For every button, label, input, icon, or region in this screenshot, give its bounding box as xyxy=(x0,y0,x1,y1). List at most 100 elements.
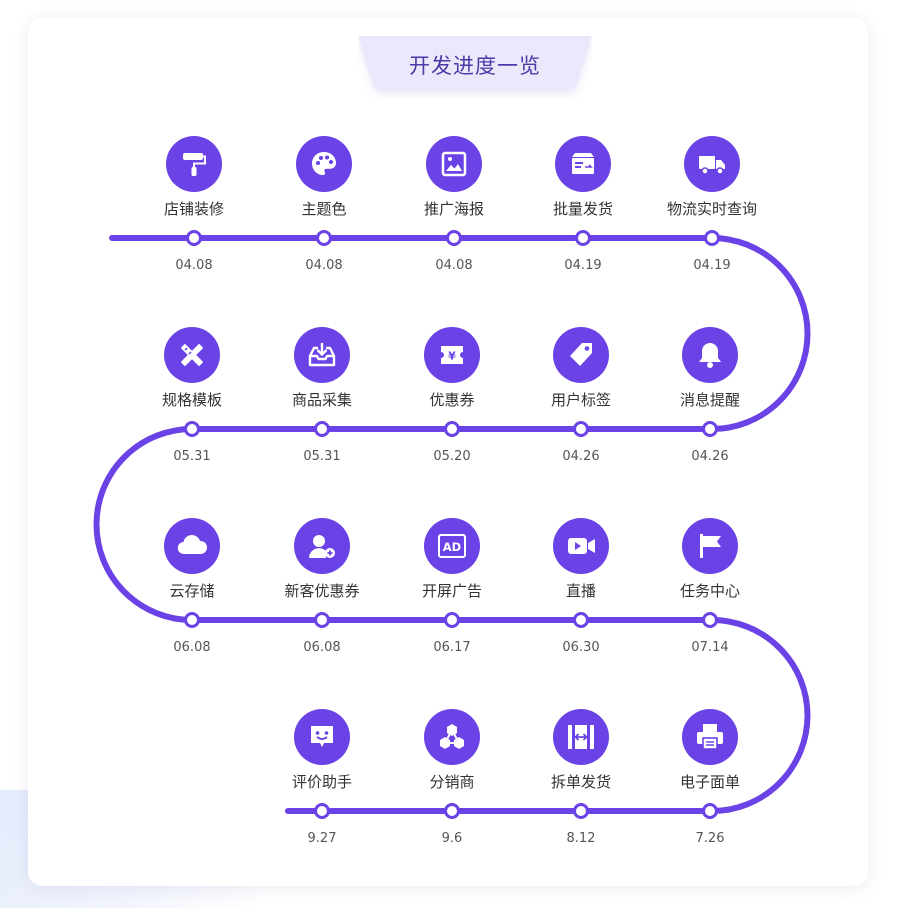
svg-text:¥: ¥ xyxy=(448,350,456,363)
milestone-item: 电子面单 xyxy=(645,709,775,792)
milestone-date: 05.31 xyxy=(303,449,341,464)
progress-card: 开发进度一览 店铺装修 04.08 主题色 04.08 推广海报 04.08 批量发货 04.… xyxy=(28,18,868,886)
milestone-item: 用户标签 xyxy=(516,327,646,410)
milestone-label: 商品采集 xyxy=(291,391,352,409)
milestone-label: 店铺装修 xyxy=(163,200,224,218)
tag-icon xyxy=(553,327,609,383)
milestone-item: 批量发货 xyxy=(518,136,648,219)
milestone-label: 任务中心 xyxy=(679,582,740,600)
milestone-item: 评价助手 xyxy=(257,709,387,792)
milestone-date: 07.14 xyxy=(691,640,729,655)
milestone-dot xyxy=(575,230,591,246)
milestone-dot xyxy=(444,612,460,628)
paint-roller-icon xyxy=(166,136,222,192)
milestone-date: 05.31 xyxy=(173,449,211,464)
milestone-date: 04.19 xyxy=(693,258,731,273)
milestone-dot xyxy=(184,612,200,628)
split-icon xyxy=(553,709,609,765)
milestone-dot xyxy=(314,612,330,628)
cloud-icon xyxy=(164,518,220,574)
milestone-item: 新客优惠券 xyxy=(257,518,387,601)
milestone-label: 规格模板 xyxy=(161,391,222,409)
milestone-dot xyxy=(314,803,330,819)
milestone-item: 主题色 xyxy=(259,136,389,219)
milestone-dot xyxy=(704,230,720,246)
milestone-item: 店铺装修 xyxy=(129,136,259,219)
milestone-label: 电子面单 xyxy=(679,773,740,791)
truck-icon xyxy=(684,136,740,192)
milestone-label: 推广海报 xyxy=(423,200,484,218)
palette-icon xyxy=(296,136,352,192)
bell-icon xyxy=(682,327,738,383)
title-tab-shape xyxy=(358,36,592,90)
milestone-item: 物流实时查询 xyxy=(647,136,777,219)
milestone-label: 直播 xyxy=(565,582,596,600)
milestone-date: 04.26 xyxy=(691,449,729,464)
milestone-item: 任务中心 xyxy=(645,518,775,601)
milestone-date: 04.08 xyxy=(175,258,213,273)
milestone-dot xyxy=(702,803,718,819)
coupon-icon: ¥ xyxy=(424,327,480,383)
milestone-dot xyxy=(186,230,202,246)
milestone-dot xyxy=(573,612,589,628)
inbox-download-icon xyxy=(294,327,350,383)
milestone-item: ¥ 优惠券 xyxy=(387,327,517,410)
milestone-label: 云存储 xyxy=(169,582,215,600)
milestone-item: 规格模板 xyxy=(127,327,257,410)
milestone-dot xyxy=(184,421,200,437)
ad-icon: AD xyxy=(424,518,480,574)
ruler-pencil-icon xyxy=(164,327,220,383)
milestone-date: 9.27 xyxy=(307,831,337,846)
milestone-item: 消息提醒 xyxy=(645,327,775,410)
milestone-dot xyxy=(573,803,589,819)
milestone-date: 9.6 xyxy=(441,831,463,846)
milestone-item: 直播 xyxy=(516,518,646,601)
milestone-date: 06.08 xyxy=(303,640,341,655)
svg-text:AD: AD xyxy=(443,540,461,554)
milestone-date: 04.08 xyxy=(435,258,473,273)
milestone-item: 分销商 xyxy=(387,709,517,792)
add-user-icon xyxy=(294,518,350,574)
milestone-label: 拆单发货 xyxy=(550,773,611,791)
milestone-dot xyxy=(444,421,460,437)
milestone-dot xyxy=(446,230,462,246)
milestone-date: 06.30 xyxy=(562,640,600,655)
picture-icon xyxy=(426,136,482,192)
milestone-label: 分销商 xyxy=(429,773,475,791)
milestone-label: 批量发货 xyxy=(552,200,613,218)
box-icon xyxy=(555,136,611,192)
network-icon xyxy=(424,709,480,765)
milestone-date: 06.08 xyxy=(173,640,211,655)
milestone-date: 06.17 xyxy=(433,640,471,655)
milestone-date: 8.12 xyxy=(566,831,596,846)
milestone-item: 推广海报 xyxy=(389,136,519,219)
milestone-label: 优惠券 xyxy=(429,391,475,409)
milestone-label: 用户标签 xyxy=(550,391,611,409)
review-icon xyxy=(294,709,350,765)
flag-icon xyxy=(682,518,738,574)
milestone-date: 04.19 xyxy=(564,258,602,273)
milestone-label: 消息提醒 xyxy=(679,391,740,409)
milestone-label: 开屏广告 xyxy=(421,582,482,600)
roadmap-track xyxy=(93,235,811,814)
milestone-date: 7.26 xyxy=(695,831,725,846)
milestone-label: 评价助手 xyxy=(291,773,352,791)
milestone-dot xyxy=(573,421,589,437)
milestone-label: 新客优惠券 xyxy=(284,582,360,600)
milestone-item: 云存储 xyxy=(127,518,257,601)
milestone-date: 05.20 xyxy=(433,449,471,464)
milestone-date: 04.08 xyxy=(305,258,343,273)
video-icon xyxy=(553,518,609,574)
title-tab: 开发进度一览 xyxy=(358,36,592,98)
page-title: 开发进度一览 xyxy=(409,54,541,78)
milestone-dot xyxy=(444,803,460,819)
milestone-item: AD 开屏广告 xyxy=(387,518,517,601)
milestone-item: 商品采集 xyxy=(257,327,387,410)
milestone-dot xyxy=(702,612,718,628)
milestone-dot xyxy=(316,230,332,246)
printer-icon xyxy=(682,709,738,765)
milestone-item: 拆单发货 xyxy=(516,709,646,792)
milestone-label: 物流实时查询 xyxy=(666,200,757,218)
milestone-dot xyxy=(702,421,718,437)
milestone-date: 04.26 xyxy=(562,449,600,464)
